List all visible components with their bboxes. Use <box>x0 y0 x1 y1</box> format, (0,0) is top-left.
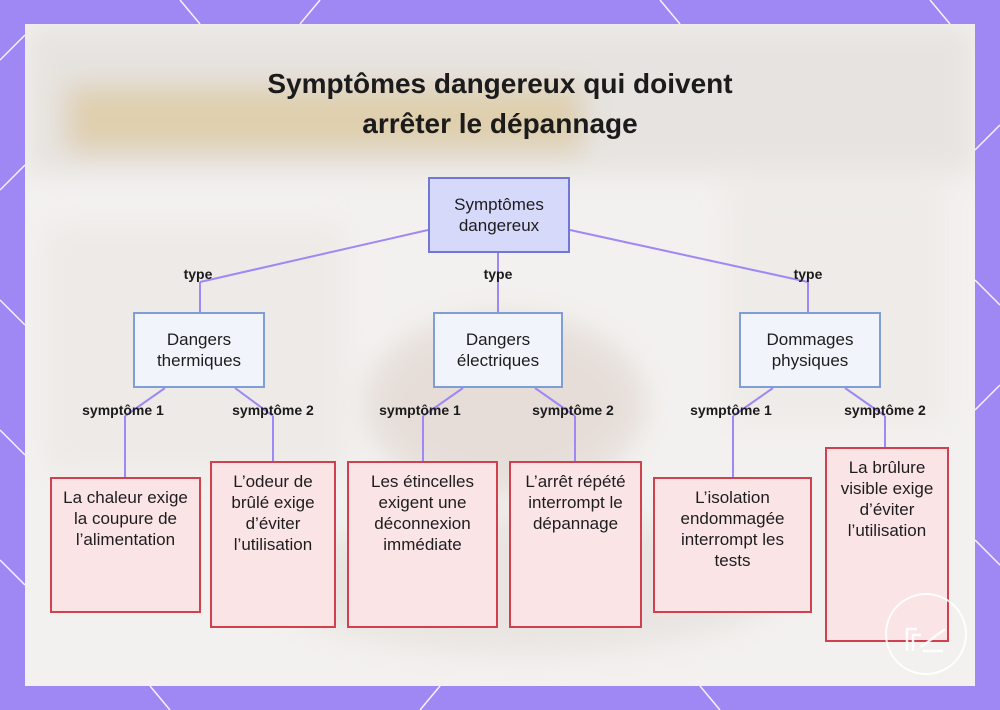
node-root-label: Symptômes dangereux <box>454 195 544 235</box>
connector-lines <box>124 229 886 477</box>
edge-label-type-electrical: type <box>483 266 513 282</box>
node-physical-damage-label: Dommages physiques <box>766 330 854 370</box>
edge-label-type-physical: type <box>793 266 823 282</box>
edge-label-electrical-symptom-1: symptôme 1 <box>379 402 461 418</box>
title-line-1: Symptômes dangereux qui doivent <box>267 68 733 99</box>
node-electrical-symptom-1-label: Les étincelles exigent une déconnexion i… <box>370 472 474 554</box>
node-physical-symptom-2-label: La brûlure visible exige d’éviter l’util… <box>840 458 934 540</box>
node-thermal-symptom-1: La chaleur exige la coupure de l’aliment… <box>50 477 201 613</box>
edge-electrical-s1-diag <box>422 387 464 417</box>
diagram-card: Symptômes dangereux qui doivent arrêter … <box>25 24 975 686</box>
node-thermal-symptom-2: L’odeur de brûlé exige d’éviter l’utilis… <box>210 461 336 628</box>
edge-label-physical-symptom-1: symptôme 1 <box>690 402 772 418</box>
edge-label-electrical-symptom-2: symptôme 2 <box>532 402 614 418</box>
node-electrical-symptom-2: L’arrêt répété interrompt le dépannage <box>509 461 642 628</box>
title-line-2: arrêter le dépannage <box>362 108 638 139</box>
edge-physical-s1-diag <box>732 387 774 417</box>
node-physical-symptom-1: L’isolation endommagée interrompt les te… <box>653 477 812 613</box>
node-thermal-symptom-1-label: La chaleur exige la coupure de l’aliment… <box>63 488 188 549</box>
watermark-logo-icon <box>885 593 967 675</box>
diagram-title: Symptômes dangereux qui doivent arrêter … <box>25 64 975 144</box>
edge-label-thermal-symptom-1: symptôme 1 <box>82 402 164 418</box>
edge-label-thermal-symptom-2: symptôme 2 <box>232 402 314 418</box>
edge-label-type-thermal: type <box>183 266 213 282</box>
edge-root-thermal <box>199 229 429 283</box>
node-thermal-symptom-2-label: L’odeur de brûlé exige d’éviter l’utilis… <box>231 472 315 554</box>
node-physical-damage: Dommages physiques <box>739 312 881 388</box>
node-electrical-symptom-2-label: L’arrêt répété interrompt le dépannage <box>525 472 626 533</box>
edge-electrical-s2-diag <box>534 387 576 417</box>
edge-thermal-s2-diag <box>234 387 274 417</box>
edge-root-physical <box>569 229 809 283</box>
edge-thermal-s1-diag <box>124 387 166 417</box>
node-thermal-hazards: Dangers thermiques <box>133 312 265 388</box>
node-physical-symptom-2: La brûlure visible exige d’éviter l’util… <box>825 447 949 642</box>
node-electrical-symptom-1: Les étincelles exigent une déconnexion i… <box>347 461 498 628</box>
node-electrical-hazards: Dangers électriques <box>433 312 563 388</box>
node-physical-symptom-1-label: L’isolation endommagée interrompt les te… <box>680 488 785 570</box>
edge-label-physical-symptom-2: symptôme 2 <box>844 402 926 418</box>
node-root: Symptômes dangereux <box>428 177 570 253</box>
edge-physical-s2-diag <box>844 387 886 417</box>
node-thermal-hazards-label: Dangers thermiques <box>156 330 242 370</box>
node-electrical-hazards-label: Dangers électriques <box>456 330 540 370</box>
